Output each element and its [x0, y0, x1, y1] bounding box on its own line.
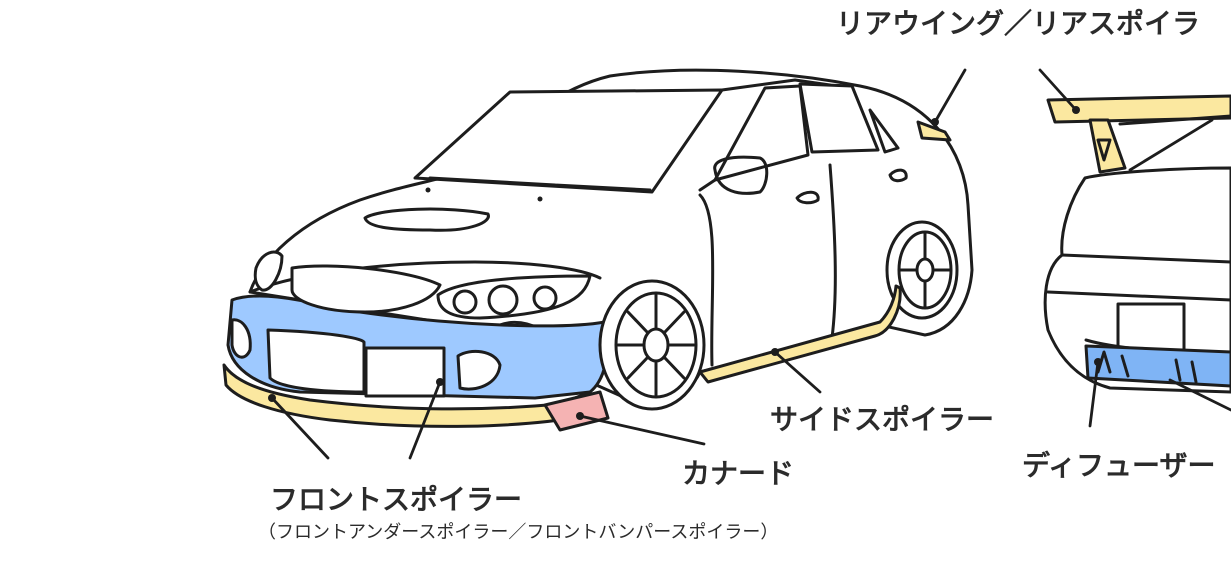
rear-wheel	[885, 220, 959, 320]
side-mirror	[713, 155, 769, 195]
rear-door-window	[798, 82, 880, 154]
leader-rear-wing-2	[1038, 68, 1078, 112]
front-wheel	[598, 279, 706, 411]
hood-scoop	[363, 207, 490, 232]
license-plate-rear	[1116, 302, 1186, 352]
leader-front-spoiler-2	[408, 380, 442, 460]
label-diffuser: ディフューザー	[1022, 449, 1216, 482]
door-line-front	[698, 193, 715, 367]
leader-front-spoiler-1	[270, 396, 330, 460]
rear-wing-tip	[916, 120, 952, 142]
wiper	[428, 176, 652, 192]
canard	[543, 390, 610, 432]
label-side-spoiler: サイドスポイラー	[770, 403, 995, 436]
label-canard: カナード	[682, 457, 795, 490]
door-line-middle	[828, 163, 837, 340]
label-front-spoiler-alt: （フロントアンダースポイラー／フロントバンパースポイラー）	[258, 522, 779, 543]
headlight-left	[253, 250, 284, 292]
leader-side-spoiler	[773, 350, 822, 394]
leader-canard	[578, 414, 706, 446]
quarter-window	[868, 108, 900, 154]
license-plate-front	[364, 346, 446, 398]
label-front-spoiler: フロントスポイラー	[270, 483, 523, 516]
leader-diffuser-2	[1168, 378, 1231, 412]
upper-grille	[290, 264, 442, 314]
leader-diffuser	[1088, 360, 1100, 428]
side-spoiler	[698, 284, 902, 384]
leader-rear-wing-3	[1128, 118, 1214, 172]
leader-rear-wing-1	[933, 68, 967, 124]
label-rear-wing: リアウイング／リアスポイラ	[836, 7, 1201, 40]
rear-wing	[1046, 94, 1231, 124]
